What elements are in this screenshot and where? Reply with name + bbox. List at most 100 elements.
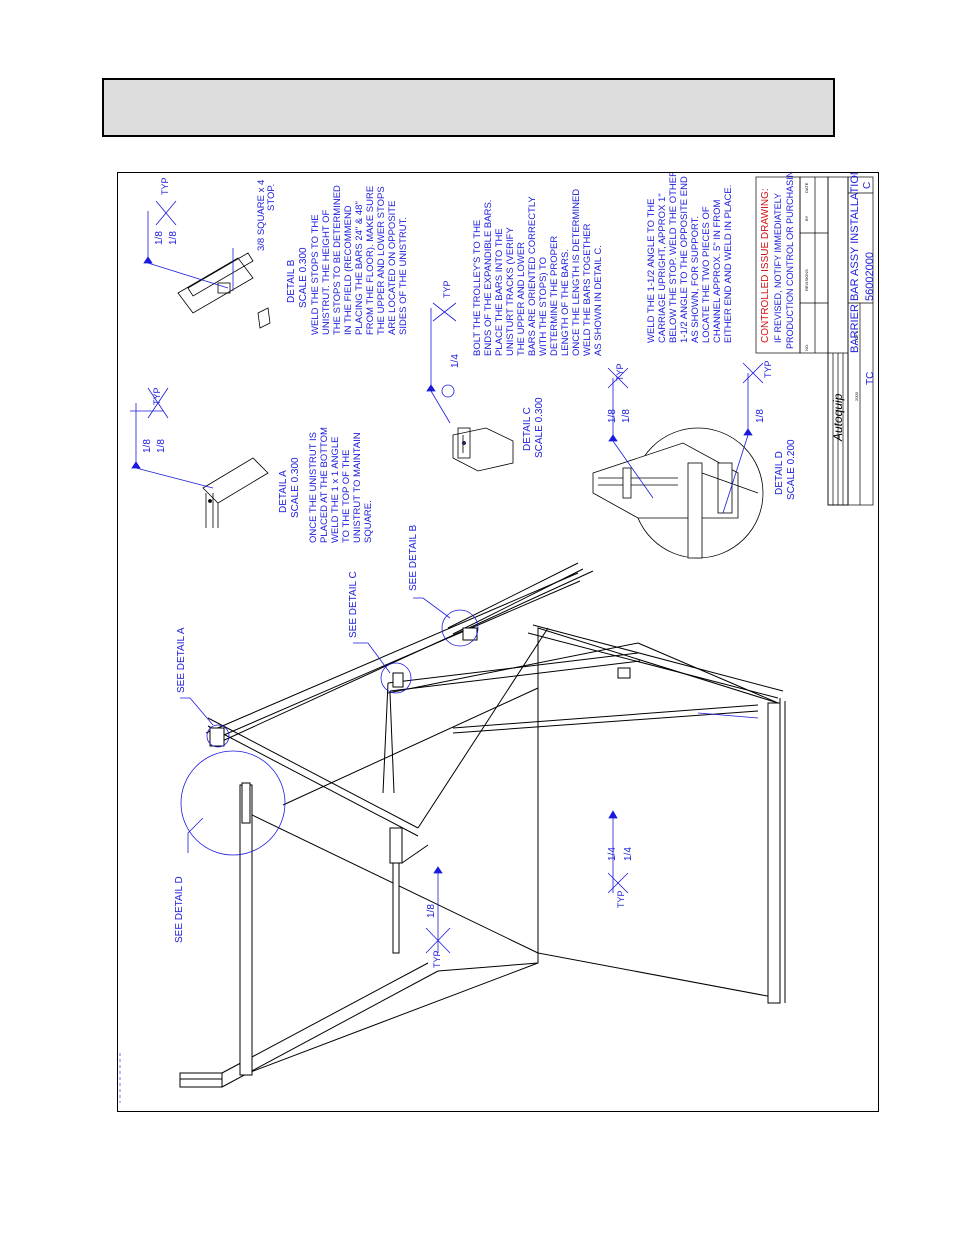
detail-d-notes: WELD THE 1-1/2 ANGLE TO THE CARRIAGE UPR… xyxy=(646,170,734,343)
detail-d-note-line: BELOW THE STOP. WELD THE OTHER xyxy=(668,173,679,343)
detail-d-weld-symbol-2 xyxy=(722,362,764,514)
detail-a-weld-symbol xyxy=(130,387,214,489)
detail-a-graphic xyxy=(202,457,269,528)
detail-d-note-line: 1-1/2 ANGLE TO THE OPPOSITE END xyxy=(679,176,690,343)
detail-b-notes: WELD THE STOPS TO THE UNISTRUT. THE HEIG… xyxy=(310,185,409,335)
detail-b-title: DETAIL B xyxy=(286,259,297,303)
detail-d-weld-typ-1: TYP xyxy=(615,363,625,381)
detail-d-weld-1-8-c: 1/8 xyxy=(755,409,766,423)
detail-b-note-line: THE STOPS TO BE DETERMINED xyxy=(332,185,343,335)
rev-header-revisions: REVISIONS xyxy=(804,269,809,291)
detail-c-weld-1-4: 1/4 xyxy=(450,354,461,368)
detail-a-title: DETAIL A xyxy=(278,470,289,513)
see-detail-a-label: SEE DETAIL A xyxy=(176,627,187,693)
detail-c-note-line: BARS ARE ORIENTED CORRECTLY xyxy=(527,196,538,356)
see-detail-d-label: SEE DETAIL D xyxy=(174,876,185,943)
detail-b-graphic xyxy=(177,252,271,329)
weld-size-1-8-main: 1/8 xyxy=(426,904,437,918)
rev-header-by: BY xyxy=(804,215,809,221)
drawing-sheet: SEE DETAIL A SEE DETAIL C SEE DETAIL B S… xyxy=(117,161,879,1112)
drawn-by: TC xyxy=(865,372,876,385)
controlled-issue-note-2: PRODUCTION CONTROL OR PURCHASING. xyxy=(785,173,795,349)
detail-c-note-line: AS SHOWN IN DETAIL C. xyxy=(593,245,604,356)
detail-b-note-line: PLACING THE BARS 24" & 48" xyxy=(354,201,365,335)
detail-a-note-line: UNISTRUT TO MAINTAIN xyxy=(352,432,363,543)
sheet-number: 1 OF 1 xyxy=(854,330,859,343)
main-assembly xyxy=(179,562,786,1088)
detail-a-weld-1-8-a: 1/8 xyxy=(142,439,153,453)
detail-d-note-line: CHANNEL APPROX. 5" IN FROM xyxy=(712,199,723,343)
detail-b-weld-symbol xyxy=(143,200,234,291)
detail-a-note-line: TO THE TOP OF THE xyxy=(341,450,352,543)
detail-d-weld-symbol-1 xyxy=(607,367,654,499)
detail-b-note-line: IN THE FIELD (RECOMMEND xyxy=(343,205,354,335)
drawing-number: 56002000 xyxy=(864,252,876,301)
drawing-canvas: SEE DETAIL A SEE DETAIL C SEE DETAIL B S… xyxy=(119,161,876,1103)
detail-d-weld-typ-2: TYP xyxy=(763,360,773,378)
detail-b-note-line: SIDES OF THE UNISTRUT. xyxy=(398,217,409,335)
detail-b-stop-label: 3/8 SQUARE x 4 xyxy=(256,180,267,251)
see-detail-c-label: SEE DETAIL C xyxy=(348,571,359,638)
weld-typ-main-2: TYP xyxy=(616,890,626,908)
detail-a-note-line: WELD THE 1 x 1 ANGLE xyxy=(330,437,341,543)
detail-c-note-line: ENDS OF THE EXPANDIBLE BARS. xyxy=(483,200,494,356)
weld-symbol-main-1 xyxy=(425,866,451,954)
detail-a-weld-1-8-b: 1/8 xyxy=(156,439,167,453)
drawing-date: 2003 xyxy=(854,391,859,401)
detail-c-note-line: WITH THE STOPS) TO xyxy=(538,257,549,356)
detail-c-note-line: ONCE THE LENGTH IS DETERMINED xyxy=(571,189,582,356)
detail-c-scale: SCALE 0.300 xyxy=(534,397,545,458)
detail-d-scale: SCALE 0.200 xyxy=(786,439,797,500)
detail-a-note-line: PLACED AT THE BOTTOM xyxy=(319,427,330,543)
detail-c-note-line: LENGTH OF THE BARS. xyxy=(560,249,571,356)
detail-d-note-line: EITHER END AND WELD IN PLACE. xyxy=(723,185,734,343)
detail-b-weld-1-8-b: 1/8 xyxy=(168,231,179,245)
detail-a-notes: ONCE THE UNISTRUT IS PLACED AT THE BOTTO… xyxy=(308,427,374,543)
callout-leaders xyxy=(180,597,759,853)
detail-d-graphic xyxy=(592,427,764,559)
detail-b-weld-1-8-a: 1/8 xyxy=(154,231,165,245)
document-header-box xyxy=(102,78,835,137)
detail-b-stop-label-2: STOP. xyxy=(266,184,277,211)
weld-size-1-4-main-a: 1/4 xyxy=(607,847,618,861)
detail-c-note-line: THE UPPER AND LOWER xyxy=(516,242,527,356)
detail-c-note-line: DETERMINE THE PROPER xyxy=(549,236,560,356)
weld-size-1-4-main-b: 1/4 xyxy=(623,847,634,861)
detail-c-title: DETAIL C xyxy=(522,407,533,451)
detail-d-note-line: LOCATE THE TWO PIECES OF xyxy=(701,206,712,343)
rev-header-no: NO. xyxy=(804,344,809,351)
detail-b-note-line: UNISTRUT. THE HEIGHT OF xyxy=(321,210,332,335)
detail-c-note-line: UNISTURT TRACKS (VERIFY xyxy=(505,227,516,356)
detail-b-note-line: THE UPPER AND LOWER STOPS xyxy=(376,186,387,335)
company-logo-text: Autoquip xyxy=(831,393,845,442)
detail-c-weld-symbol xyxy=(426,302,457,424)
detail-c-note-line: BOLT THE TROLLEY'S TO THE xyxy=(472,220,483,356)
revision-letter: C xyxy=(862,182,873,189)
detail-d-title: DETAIL D xyxy=(774,451,785,495)
drawing-title: BARRIER BAR ASSY INSTALLATION xyxy=(849,173,861,353)
detail-b-scale: SCALE 0.300 xyxy=(298,247,309,308)
detail-c-note-line: PLACE THE BARS INTO THE xyxy=(494,228,505,356)
detail-c-weld-typ: TYP xyxy=(442,280,452,298)
detail-d-weld-1-8-a: 1/8 xyxy=(607,409,618,423)
detail-c-graphic xyxy=(452,427,514,472)
detail-a-note-line: ONCE THE UNISTRUT IS xyxy=(308,432,319,543)
title-block xyxy=(755,176,874,506)
detail-b-note-line: WELD THE STOPS TO THE xyxy=(310,214,321,335)
rev-header-date: DATE xyxy=(804,182,809,193)
detail-a-weld-typ: TYP xyxy=(152,387,162,405)
detail-b-weld-typ: TYP xyxy=(160,177,170,195)
weld-symbol-main-2 xyxy=(607,810,629,894)
detail-d-note-line: AS SHOWN, FOR SUPPORT. xyxy=(690,216,701,343)
weld-typ-main-1: TYP xyxy=(432,950,442,968)
detail-b-note-line: FROM THE FLOOR). MAKE SURE xyxy=(365,186,376,335)
detail-a-scale: SCALE 0.300 xyxy=(290,457,301,518)
detail-d-weld-1-8-b: 1/8 xyxy=(621,409,632,423)
detail-a-note-line: SQUARE. xyxy=(363,500,374,543)
controlled-issue-note-1: IF REVISED, NOTIFY IMMEDIATELY xyxy=(773,193,783,343)
see-detail-b-label: SEE DETAIL B xyxy=(408,525,419,591)
controlled-issue-heading: CONTROLLED ISSUE DRAWING: xyxy=(760,188,771,343)
detail-c-notes: BOLT THE TROLLEY'S TO THE ENDS OF THE EX… xyxy=(472,189,604,356)
detail-b-note-line: ARE LOCATED ON OPPOSITE xyxy=(387,201,398,335)
detail-d-note-line: CARRIAGE UPRIGHT, APPROX 1" xyxy=(657,193,668,343)
